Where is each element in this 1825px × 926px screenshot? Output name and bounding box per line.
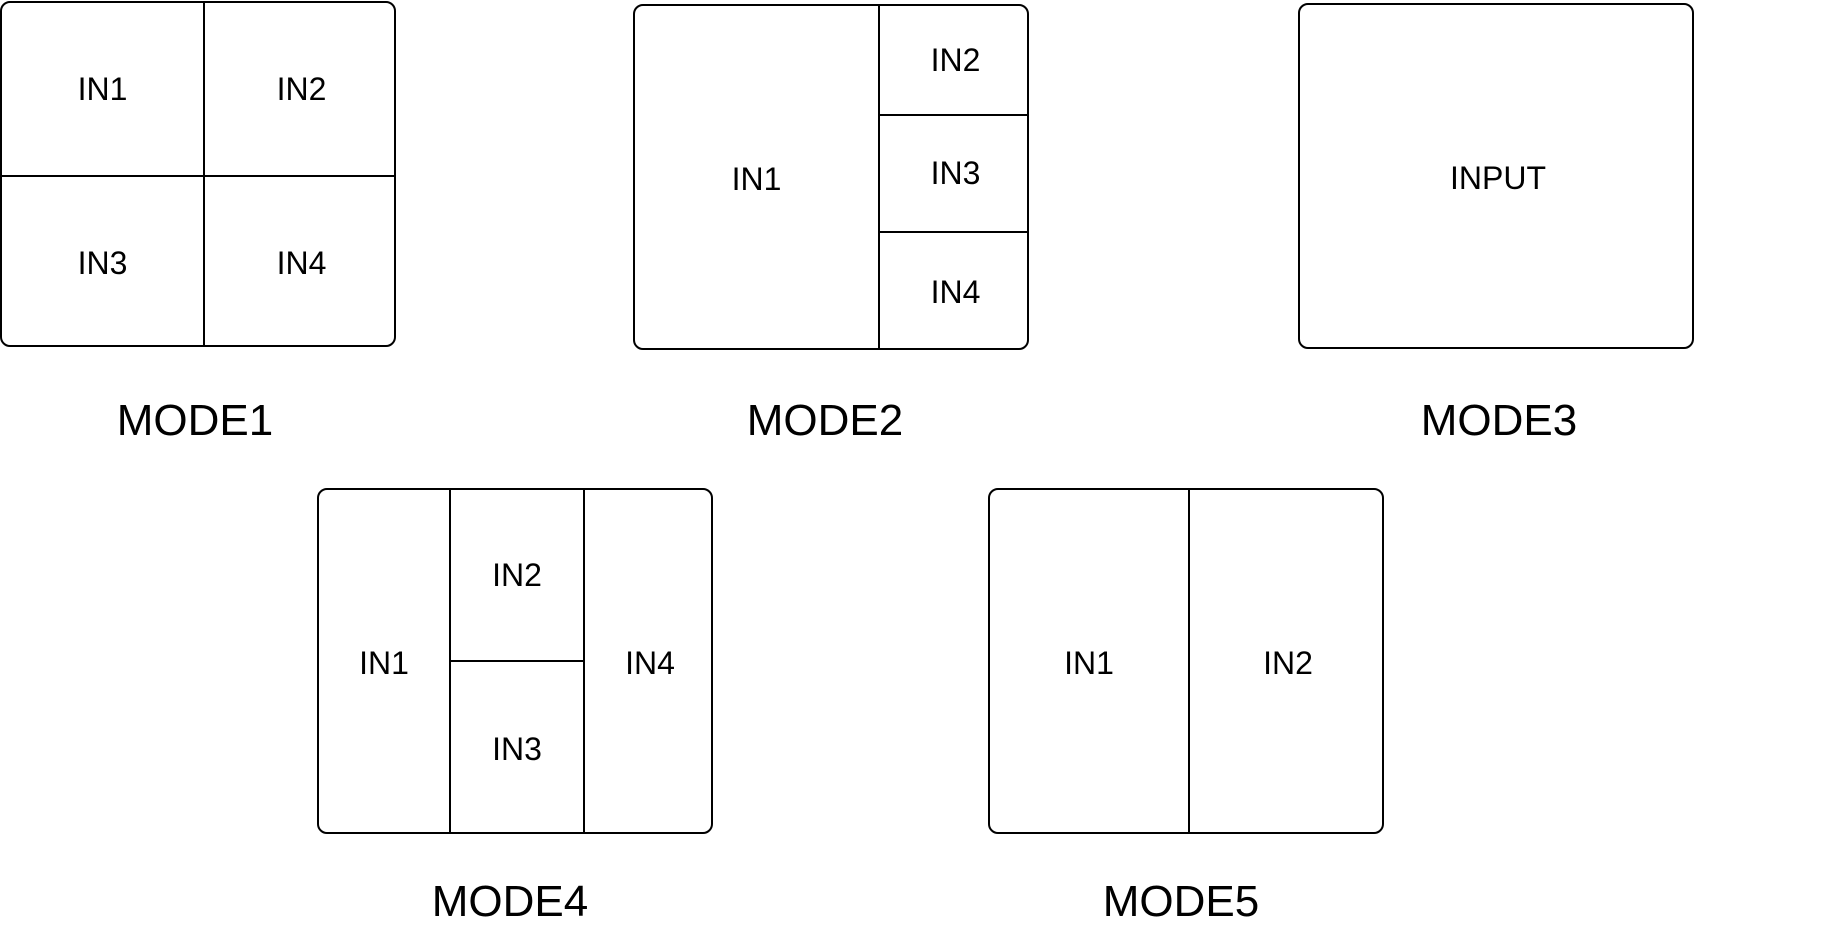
mode2-cell-in1: IN1	[731, 160, 782, 197]
mode2-layout: IN1 IN2 IN3 IN4	[633, 4, 1029, 350]
mode3-layout: INPUT	[1298, 3, 1694, 349]
mode5-cell-in1: IN1	[1064, 644, 1114, 681]
mode5-label: MODE5	[1102, 877, 1260, 926]
mode1-cell-in3: IN3	[2, 175, 203, 345]
mode2-cell-in4: IN4	[878, 231, 1027, 348]
mode1-cell-in1: IN1	[77, 70, 128, 107]
mode3-cell-input: INPUT	[1450, 160, 1546, 196]
mode4-cell-in1: IN1	[359, 644, 409, 681]
mode2-cell-in3: IN3	[878, 114, 1027, 231]
mode4-cell-in3: IN3	[449, 660, 583, 832]
mode4-layout: IN1 IN2 IN3 IN4	[317, 488, 713, 834]
mode4-cell-in4: IN4	[583, 490, 711, 832]
mode5-cell-in2: IN2	[1188, 490, 1382, 832]
mode5-layout: IN1 IN2	[988, 488, 1384, 834]
mode1-label: MODE1	[116, 396, 274, 445]
mode4-label: MODE4	[431, 877, 589, 926]
mode2-cell-in2: IN2	[878, 6, 1027, 114]
mode2-label: MODE2	[746, 396, 904, 445]
mode4-cell-in2: IN2	[449, 490, 583, 660]
mode1-cell-in4: IN4	[203, 175, 394, 345]
mode1-cell-in2: IN2	[203, 3, 394, 175]
mode1-layout: IN1 IN2 IN3 IN4	[0, 1, 396, 347]
mode3-label: MODE3	[1420, 396, 1578, 445]
